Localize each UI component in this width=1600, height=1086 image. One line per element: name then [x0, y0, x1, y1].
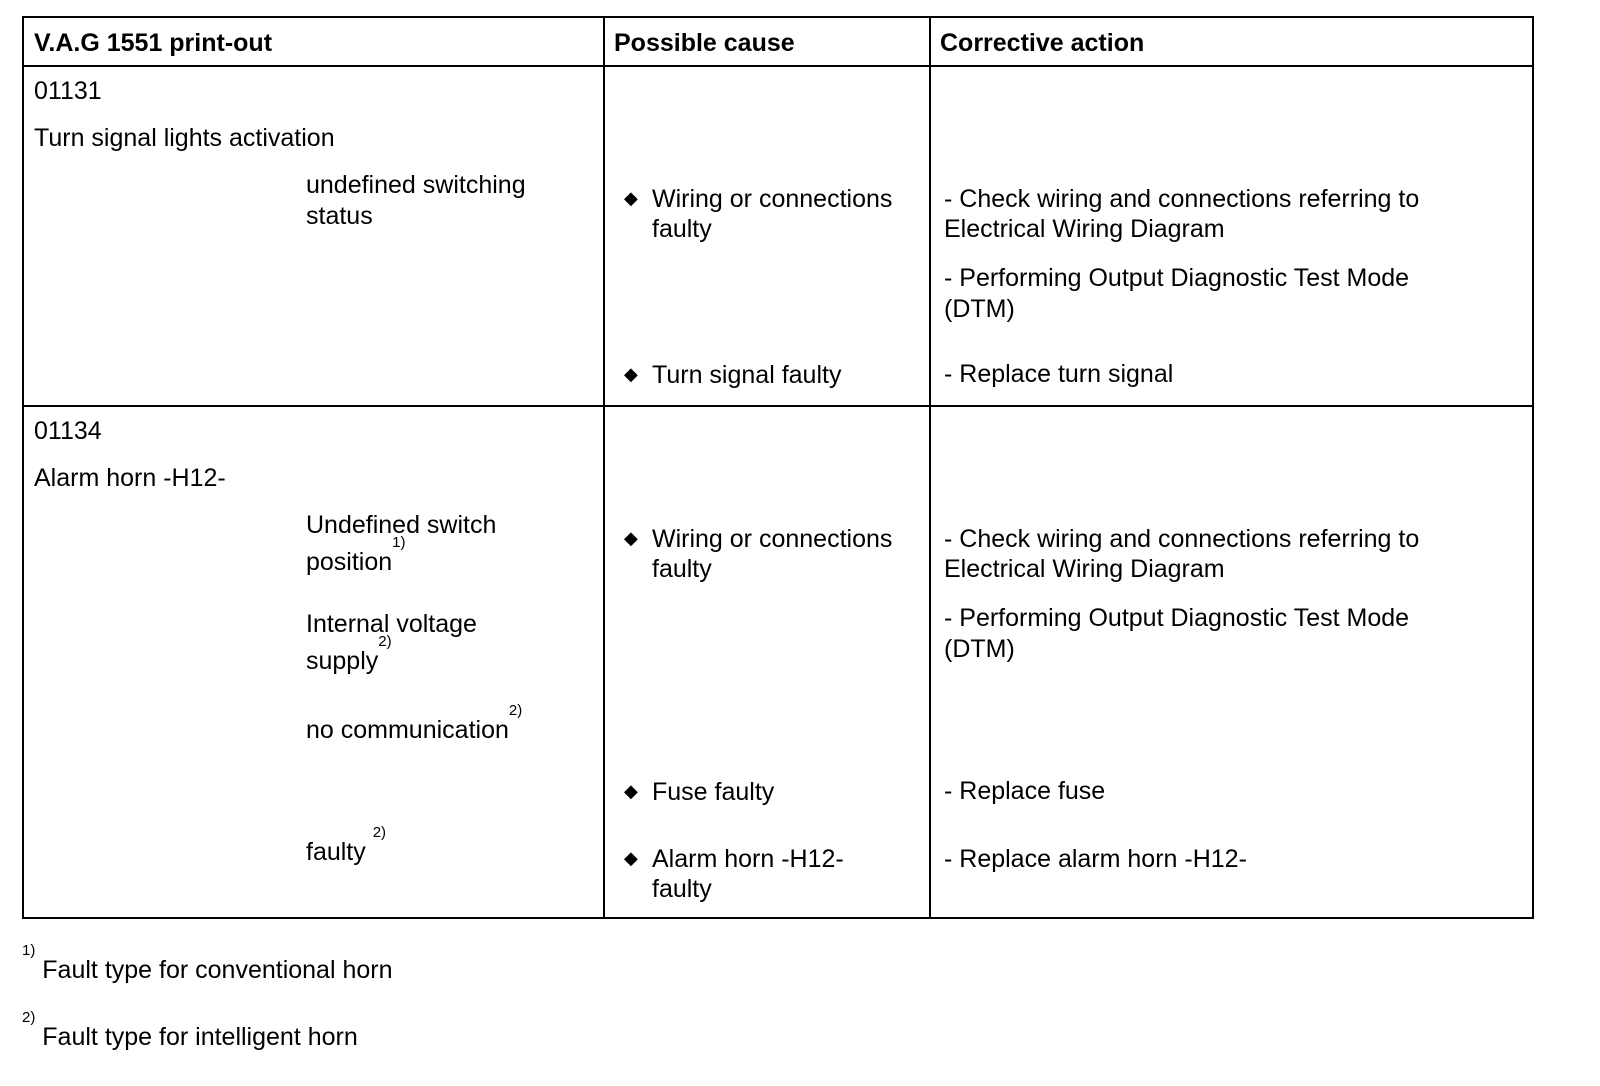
cause-alarm-horn-cont: faulty: [652, 875, 712, 903]
fault-type-cont: position1): [306, 534, 406, 576]
footnote-mark: 2): [22, 1009, 36, 1026]
component-name: Alarm horn -H12-: [34, 464, 226, 492]
action-replace-turn-signal: - Replace turn signal: [944, 360, 1174, 388]
fault-type: faulty 2): [306, 824, 387, 866]
cause-wiring: Wiring or connections: [652, 525, 893, 553]
action-dtm: - Performing Output Diagnostic Test Mode: [944, 604, 1410, 632]
action-replace-alarm-horn: - Replace alarm horn -H12-: [944, 845, 1247, 873]
action-check-wiring: - Check wiring and connections referring…: [944, 525, 1420, 553]
diamond-bullet-icon: ◆: [624, 528, 638, 548]
footnote-mark: 2): [372, 824, 387, 841]
fault-code-01134: 01134: [34, 417, 102, 445]
footnote-1: 1) Fault type for conventional horn: [22, 942, 393, 984]
action-check-wiring-cont: Electrical Wiring Diagram: [944, 555, 1225, 583]
column-divider-1: [603, 18, 605, 917]
fault-type-cont: status: [306, 202, 373, 230]
footnote-mark: 2): [378, 633, 392, 650]
header-corrective-action: Corrective action: [940, 29, 1145, 57]
action-check-wiring: - Check wiring and connections referring…: [944, 185, 1420, 213]
action-dtm: - Performing Output Diagnostic Test Mode: [944, 264, 1410, 292]
fault-table: V.A.G 1551 print-out Possible cause Corr…: [22, 16, 1534, 919]
cause-wiring: Wiring or connections: [652, 185, 893, 213]
row-divider: [24, 405, 1532, 407]
diamond-bullet-icon: ◆: [624, 848, 638, 868]
footnote-mark: 1): [392, 534, 406, 551]
action-dtm-cont: (DTM): [944, 295, 1015, 323]
cause-fuse: Fuse faulty: [652, 778, 775, 806]
header-divider: [24, 65, 1532, 67]
fault-type: undefined switching: [306, 171, 526, 199]
diamond-bullet-icon: ◆: [624, 364, 638, 384]
diamond-bullet-icon: ◆: [624, 781, 638, 801]
column-divider-2: [929, 18, 931, 917]
action-replace-fuse: - Replace fuse: [944, 777, 1106, 805]
fault-type: Undefined switch: [306, 511, 497, 539]
footnote-2: 2) Fault type for intelligent horn: [22, 1009, 358, 1051]
fault-type: Internal voltage: [306, 610, 477, 638]
cause-turn-signal: Turn signal faulty: [652, 361, 842, 389]
cause-wiring-cont: faulty: [652, 215, 712, 243]
header-printout: V.A.G 1551 print-out: [34, 29, 273, 57]
cause-alarm-horn: Alarm horn -H12-: [652, 845, 844, 873]
header-possible-cause: Possible cause: [614, 29, 795, 57]
cause-wiring-cont: faulty: [652, 555, 712, 583]
footnote-mark: 2): [508, 702, 523, 719]
component-name: Turn signal lights activation: [34, 124, 335, 152]
fault-type-cont: supply2): [306, 633, 392, 675]
diamond-bullet-icon: ◆: [624, 188, 638, 208]
action-dtm-cont: (DTM): [944, 635, 1015, 663]
fault-code-01131: 01131: [34, 77, 102, 105]
fault-type: no communication2): [306, 702, 523, 744]
action-check-wiring-cont: Electrical Wiring Diagram: [944, 215, 1225, 243]
footnote-mark: 1): [22, 942, 36, 959]
